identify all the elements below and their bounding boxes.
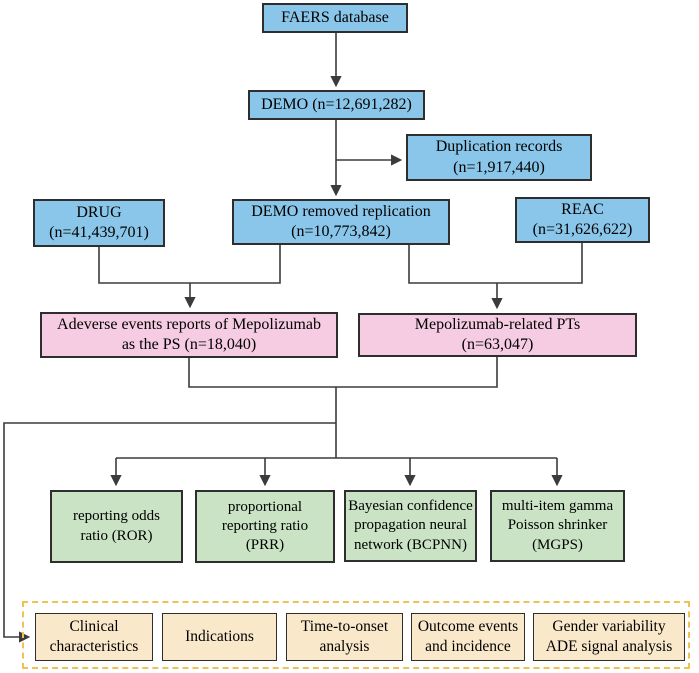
- node-mepolizumab-related-pts: Mepolizumab-related PTs (n=63,047): [358, 313, 637, 357]
- node-prr: proportional reporting ratio (PRR): [195, 490, 335, 563]
- node-adverse-events-reports: Adeverse events reports of Mepolizumab a…: [40, 312, 338, 358]
- node-ror: reporting odds ratio (ROR): [50, 490, 183, 563]
- node-bcpnn: Bayesian confidence propagation neural n…: [344, 490, 477, 562]
- bracket-pink-merge: [188, 357, 498, 388]
- node-demo-removed-replication: DEMO removed replication (n=10,773,842): [232, 199, 450, 245]
- node-clinical-characteristics: Clinical characteristics: [35, 613, 153, 661]
- node-drug: DRUG (n=41,439,701): [33, 199, 165, 247]
- node-indications: Indications: [162, 613, 277, 661]
- node-faers-database: FAERS database: [262, 3, 408, 33]
- node-outcome-events-incidence: Outcome events and incidence: [411, 613, 525, 661]
- node-mgps: multi-item gamma Poisson shrinker (MGPS): [490, 490, 625, 562]
- arrow-to-clinical: [3, 422, 336, 643]
- analyses-dashed-container: [22, 601, 690, 669]
- node-gender-variability-ade: Gender variability ADE signal analysis: [533, 613, 685, 661]
- node-time-to-onset-analysis: Time-to-onset analysis: [286, 613, 403, 661]
- node-demo: DEMO (n=12,691,282): [248, 90, 425, 120]
- bracket-drug-demo: [98, 245, 281, 284]
- node-reac: REAC (n=31,626,622): [515, 197, 650, 243]
- bracket-demo-reac: [408, 243, 583, 284]
- node-duplication-records: Duplication records (n=1,917,440): [406, 134, 592, 181]
